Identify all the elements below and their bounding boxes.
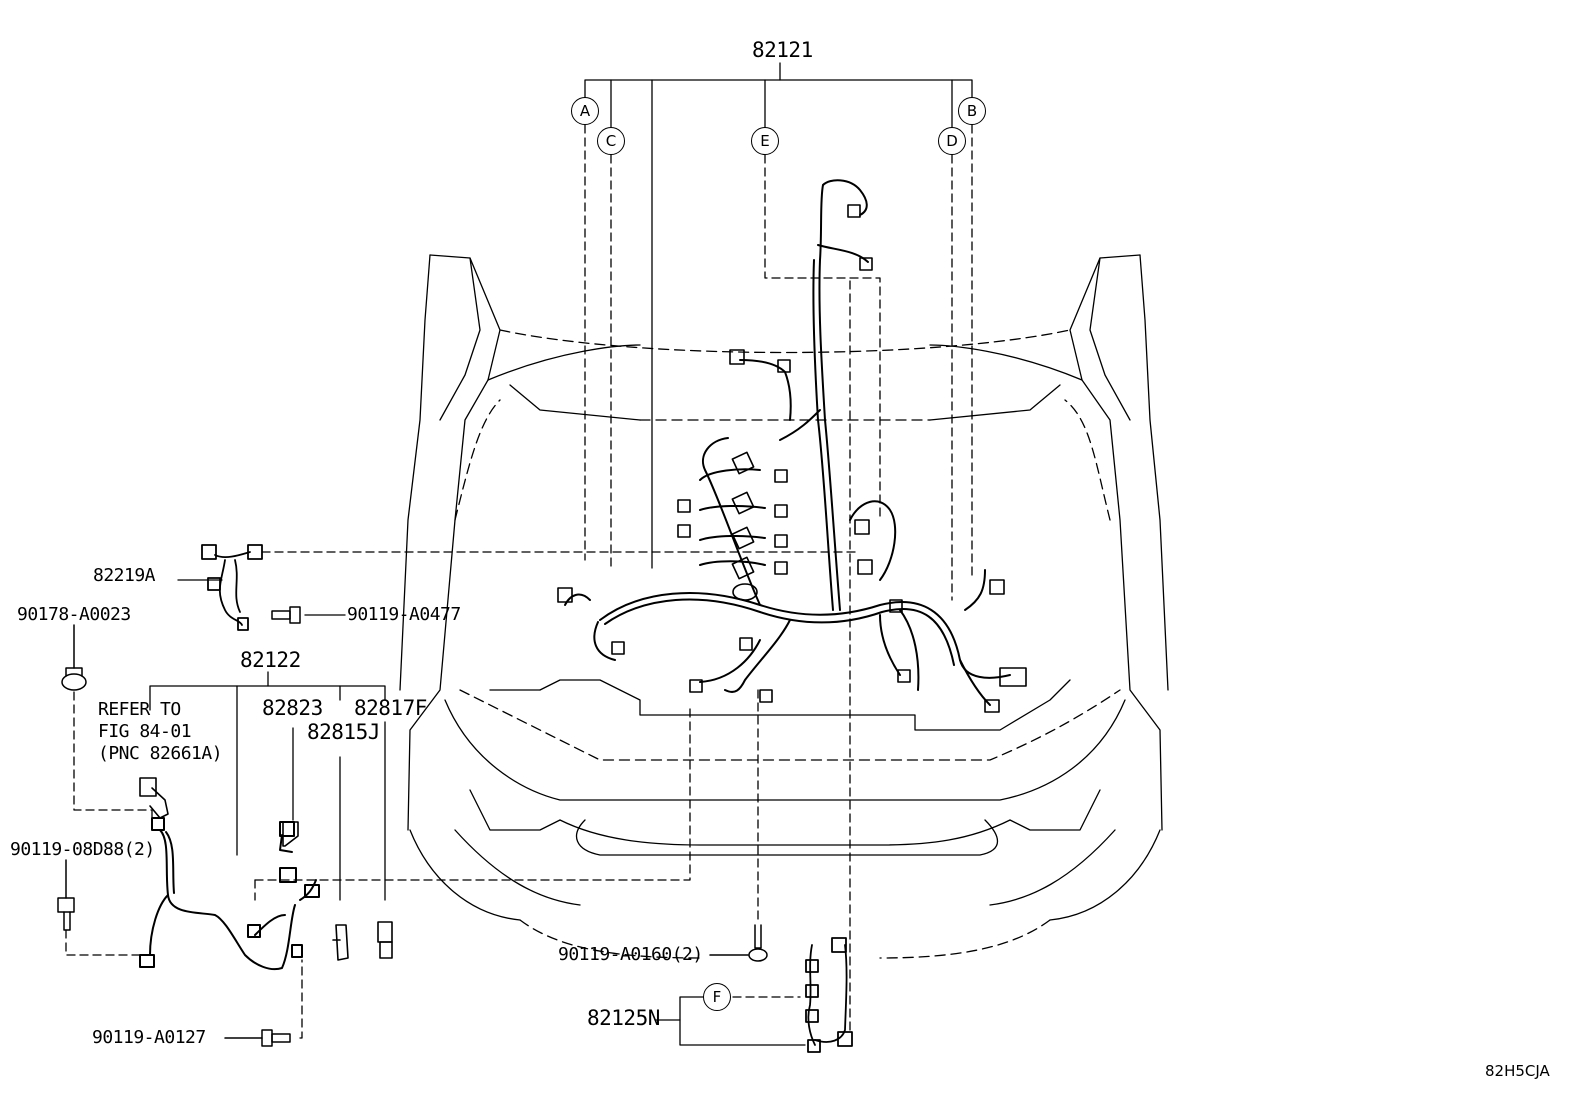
- bolt-90119-a0160-icon: [709, 689, 768, 962]
- vehicle-body-outline: [399, 254, 1169, 959]
- bolt-90119-08d88-icon: [57, 859, 141, 956]
- clip-82815j-icon: [332, 924, 349, 961]
- callout-e: E: [751, 127, 779, 155]
- main-harness-82121: [564, 179, 1011, 706]
- label-82121: 82121: [752, 38, 813, 62]
- label-82219a: 82219A: [93, 565, 156, 586]
- label-82122: 82122: [240, 648, 301, 672]
- main-harness-leader-lines: [584, 62, 973, 601]
- label-90119-08d88: 90119-08D88(2): [10, 839, 155, 860]
- label-82817f: 82817F: [354, 696, 427, 720]
- bolt-90119-a0477-icon: [271, 606, 301, 624]
- reference-connector-icon: [139, 777, 169, 819]
- label-82815j: 82815J: [307, 720, 380, 744]
- harness-82125n: [654, 279, 853, 1053]
- clip-90178-a0023-icon: [61, 624, 153, 823]
- reference-line-1: REFER TO: [98, 699, 181, 720]
- callout-c: C: [597, 127, 625, 155]
- clip-82817f-icon: [377, 921, 393, 959]
- callout-d: D: [938, 127, 966, 155]
- label-82125n: 82125N: [587, 1006, 660, 1030]
- sub-harness-82122: [139, 817, 320, 971]
- diagram-code: 82H5CJA: [1485, 1062, 1550, 1080]
- label-90119-a0127: 90119-A0127: [92, 1027, 206, 1048]
- label-82823: 82823: [262, 696, 323, 720]
- harness-82219a: [177, 544, 861, 631]
- bolt-90119-a0127-icon: [224, 959, 303, 1047]
- reference-line-3: (PNC 82661A): [98, 743, 223, 764]
- reference-line-2: FIG 84-01: [98, 721, 192, 742]
- label-90119-a0477: 90119-A0477: [347, 604, 461, 625]
- callout-b: B: [958, 97, 986, 125]
- callout-f: F: [703, 983, 731, 1011]
- main-harness-connectors: [557, 204, 1027, 713]
- label-90119-a0160: 90119-A0160(2): [558, 944, 703, 965]
- label-90178-a0023: 90178-A0023: [17, 604, 131, 625]
- callout-a: A: [571, 97, 599, 125]
- connector-82823-icon: [282, 821, 299, 847]
- sub-harness-leader-lines: [149, 671, 691, 901]
